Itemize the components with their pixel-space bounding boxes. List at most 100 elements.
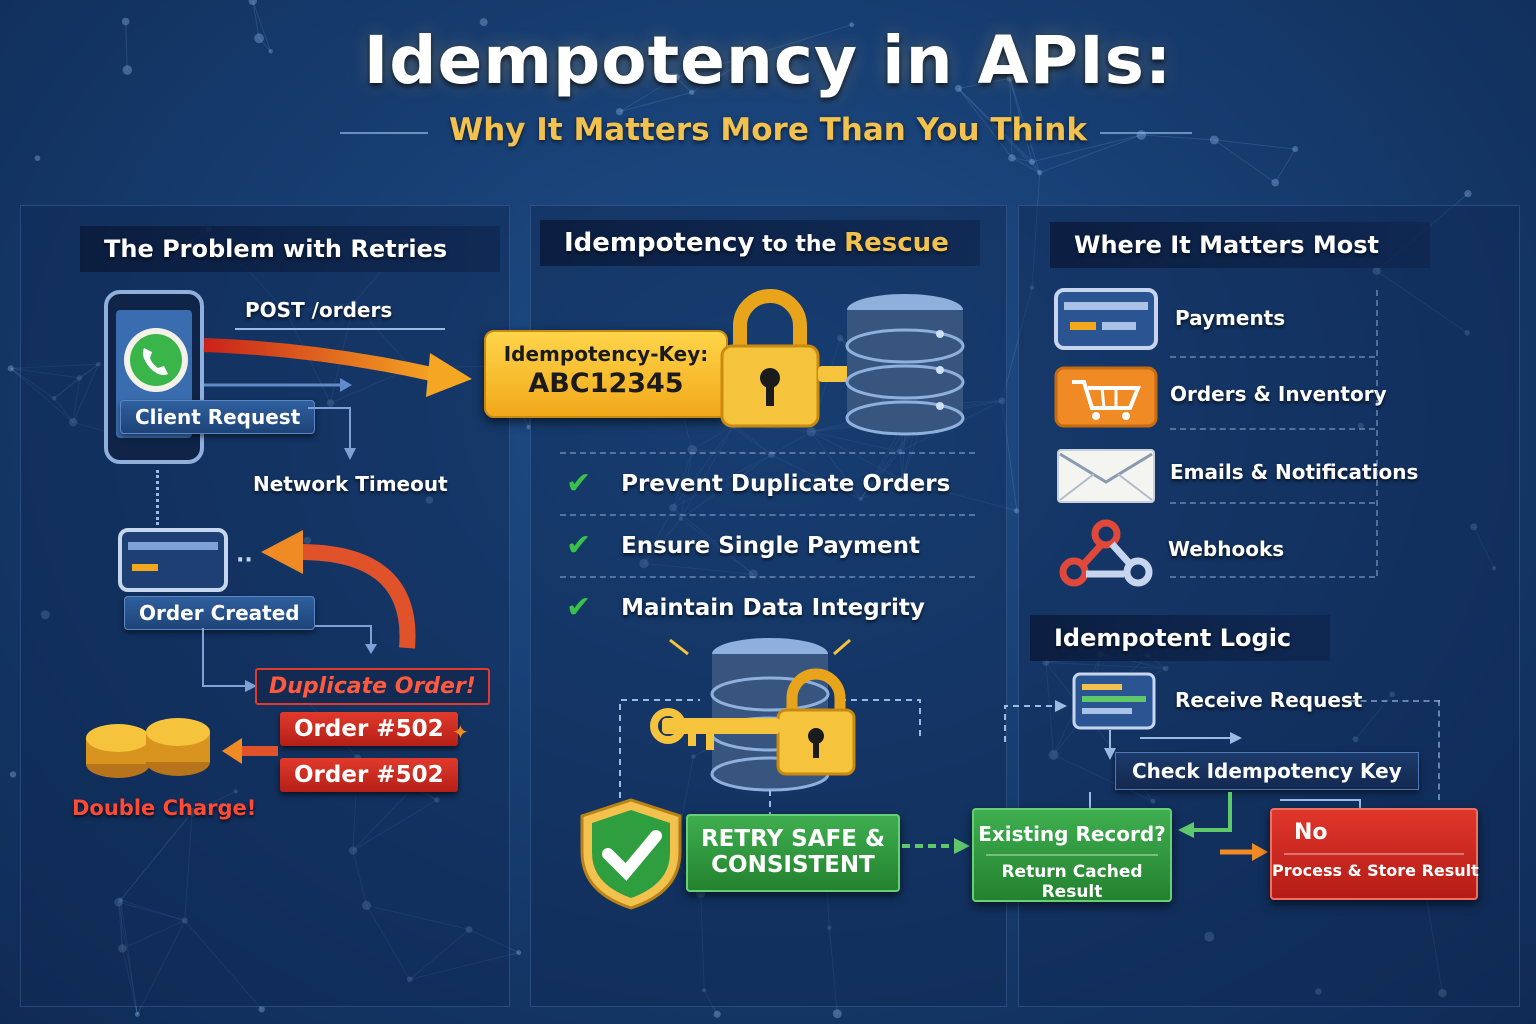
network-link: [10, 367, 80, 379]
network-node: [350, 299, 357, 307]
network-node: [121, 17, 130, 26]
network-link: [691, 52, 760, 93]
network-link: [1141, 134, 1215, 141]
network-link: [828, 927, 838, 1014]
envelope-icon: [1057, 449, 1155, 503]
order-flow-connectors: [202, 625, 377, 692]
network-node: [118, 897, 124, 903]
network-link: [1039, 134, 1142, 174]
network-node: [639, 558, 649, 569]
network-node: [689, 89, 695, 96]
network-node: [254, 33, 264, 44]
network-link: [1214, 139, 1296, 150]
network-link: [672, 454, 772, 509]
network-node: [34, 155, 41, 161]
network-link: [703, 990, 718, 1015]
network-link: [672, 507, 754, 575]
network-link: [53, 377, 80, 399]
network-link: [122, 920, 185, 949]
duplicate-order-banner: Duplicate Order!: [255, 668, 490, 705]
benefit-label-3: Maintain Data Integrity: [621, 594, 925, 621]
network-link: [810, 431, 862, 500]
request-path-underline: [235, 328, 445, 330]
network-link: [1001, 287, 1033, 401]
retry-safe-box: RETRY SAFE & CONSISTENT: [686, 814, 900, 892]
benefit-label-1: Prevent Duplicate Orders: [621, 470, 951, 497]
network-link: [121, 948, 138, 1015]
checkmark-icon: ✔: [566, 528, 592, 563]
webhook-icon: [1059, 519, 1153, 587]
network-node: [303, 536, 312, 545]
network-timeout-label: Network Timeout: [253, 472, 448, 496]
problem-heading: The Problem with Retries: [80, 226, 500, 272]
double-charge-label: Double Charge!: [72, 796, 257, 820]
checkmark-icon: ✔: [566, 466, 592, 501]
benefit-row-1: ✔ Prevent Duplicate Orders: [566, 466, 950, 501]
network-link: [1473, 526, 1495, 569]
network-link: [1011, 157, 1033, 163]
network-node: [806, 427, 816, 437]
network-link: [1009, 78, 1013, 158]
network-node: [248, 0, 258, 6]
network-node: [434, 797, 440, 803]
network-link: [1001, 400, 1018, 511]
network-node: [1357, 422, 1364, 429]
network-node: [465, 926, 473, 933]
network-node: [258, 1006, 265, 1013]
network-link: [352, 850, 368, 906]
network-node: [701, 988, 707, 993]
network-node: [1014, 508, 1020, 514]
network-node: [479, 18, 488, 27]
network-node: [896, 448, 903, 455]
network-link: [672, 507, 682, 519]
network-node: [849, 22, 855, 28]
rescue-heading-main: Idempotency: [564, 228, 755, 258]
network-link: [409, 952, 519, 980]
checkmark-icon: ✔: [566, 590, 592, 625]
network-link: [252, 0, 260, 39]
network-link: [72, 363, 99, 423]
subtitle-divider-left: [340, 132, 428, 134]
network-node: [827, 925, 832, 931]
network-node: [425, 496, 434, 504]
right-loop-connector: [1438, 700, 1440, 800]
use-case-emails: Emails & Notifications: [1170, 460, 1419, 484]
phone-to-card-connector: [156, 470, 159, 525]
network-node: [76, 375, 83, 381]
network-node: [837, 335, 844, 342]
key-value: ABC12345: [528, 368, 684, 399]
network-link: [643, 507, 674, 564]
network-link: [958, 88, 1013, 159]
rescue-heading: Idempotency to the Rescue: [540, 220, 980, 266]
network-link: [810, 431, 903, 481]
spark-marks: ✦: [452, 720, 469, 744]
client-request-label: Client Request: [120, 400, 316, 434]
network-link: [125, 21, 128, 71]
ellipsis-marker: ··: [236, 548, 253, 573]
subtitle-divider-right: [1100, 132, 1192, 134]
network-link: [120, 899, 185, 922]
network-node: [755, 49, 763, 57]
network-link: [184, 812, 193, 921]
use-case-divider-1: [1170, 356, 1375, 358]
network-link: [619, 91, 692, 113]
network-link: [733, 424, 772, 456]
existing-record-title: Existing Record?: [978, 822, 1166, 846]
retry-safe-line1: RETRY SAFE &: [700, 826, 886, 852]
network-node: [1438, 988, 1447, 998]
network-link: [53, 363, 99, 399]
network-link: [252, 0, 272, 52]
network-link: [672, 449, 693, 508]
network-node: [1162, 665, 1169, 672]
network-node: [1470, 523, 1478, 531]
coins-icon: [86, 718, 210, 778]
charge-arrow: [222, 738, 278, 764]
use-case-divider-3: [1170, 502, 1375, 504]
network-link: [771, 431, 812, 456]
network-node: [1271, 178, 1280, 187]
network-node: [1209, 135, 1219, 145]
network-link: [409, 929, 470, 980]
benefit-row-2: ✔ Ensure Single Payment: [566, 528, 920, 563]
network-link: [680, 454, 772, 519]
network-link: [120, 899, 138, 1015]
